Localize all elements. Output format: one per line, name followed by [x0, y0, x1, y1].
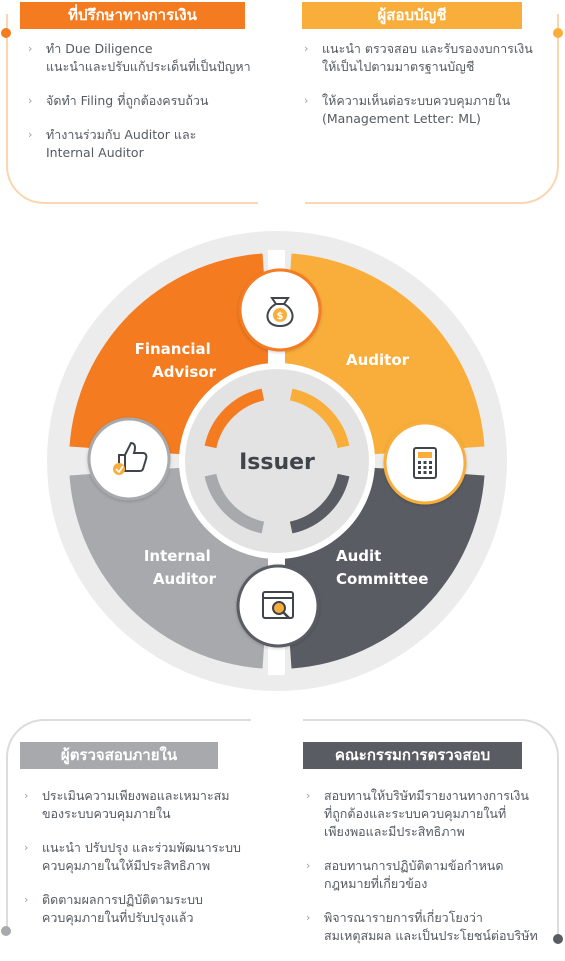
list-item: › จัดทำ Filing ที่ถูกต้องครบถ้วน	[28, 93, 209, 108]
chevron-right-icon: ›	[28, 42, 33, 55]
audit-committee-panel-dot	[553, 934, 563, 944]
internal-auditor-panel-frame	[6, 719, 251, 934]
hub-arc-gray	[204, 473, 265, 534]
thumbs-up-glyph	[113, 441, 148, 475]
chevron-right-icon: ›	[304, 42, 309, 55]
chevron-right-icon: ›	[306, 859, 311, 872]
thumbs-up-icon	[87, 417, 171, 501]
chevron-right-icon: ›	[306, 911, 311, 924]
chevron-right-icon: ›	[306, 789, 311, 802]
chevron-right-icon: ›	[304, 94, 309, 107]
chevron-right-icon: ›	[24, 841, 29, 854]
financial-advisor-panel-frame	[6, 14, 258, 204]
magnifier-document-glyph	[262, 591, 294, 619]
chevron-right-icon: ›	[24, 893, 29, 906]
list-item: › สอบทานการปฏิบัติตามข้อกำหนดกฎหมายที่เก…	[306, 858, 504, 891]
list-item: › ประเมินความเพียงพอและเหมาะสมของระบบควบ…	[24, 788, 230, 821]
svg-text:$: $	[277, 311, 284, 322]
hub-arc-orange	[204, 388, 265, 449]
audit-committee-list: › สอบทานให้บริษัทมีรายงานทางการเงินที่ถู…	[304, 787, 559, 961]
quadrant-internal-auditor	[69, 467, 271, 669]
auditor-panel-title: ผู้สอบบัญชี	[302, 2, 522, 29]
chevron-right-icon: ›	[24, 789, 29, 802]
segment-label-auditor: Auditor	[346, 351, 410, 369]
segment-label-financial-advisor: Financial Advisor	[135, 340, 217, 381]
hub-arc-light-orange	[289, 388, 350, 449]
chevron-right-icon: ›	[28, 94, 33, 107]
audit-committee-panel-title: คณะกรรมการตรวจสอบ	[303, 742, 522, 769]
list-item: › แนะนำ ตรวจสอบ และรับรองงบการเงินให้เป็…	[304, 41, 533, 74]
center-label: Issuer	[239, 450, 315, 475]
calculator-glyph	[413, 447, 437, 479]
list-item: › พิจารณารายการที่เกี่ยวโยงว่าสมเหตุสมผล…	[306, 910, 538, 943]
list-item: › แนะนำ ปรับปรุง และร่วมพัฒนาระบบควบคุมภ…	[24, 840, 241, 873]
money-bag-glyph: $	[266, 297, 294, 328]
quadrant-auditor	[283, 253, 485, 455]
audit-committee-panel-frame	[303, 719, 559, 939]
internal-auditor-panel-dot	[1, 926, 11, 936]
auditor-list: › แนะนำ ตรวจสอบ และรับรองงบการเงินให้เป็…	[302, 40, 552, 144]
financial-advisor-panel-title: ที่ปรึกษาทางการเงิน	[20, 2, 245, 29]
auditor-panel-dot	[553, 28, 563, 38]
quadrant-financial-advisor	[69, 253, 271, 455]
financial-advisor-panel-dot	[1, 28, 11, 38]
segment-label-audit-committee: Audit Committee	[336, 547, 428, 588]
internal-auditor-list: › ประเมินความเพียงพอและเหมาะสมของระบบควบ…	[22, 787, 262, 943]
hub-arc-dark-gray	[289, 473, 350, 534]
list-item: › ให้ความเห็นต่อระบบควบคุมภายใน(Manageme…	[304, 93, 511, 126]
list-item: › สอบทานให้บริษัทมีรายงานทางการเงินที่ถู…	[306, 788, 529, 839]
list-item: › ติดตามผลการปฏิบัติตามระบบควบคุมภายในที…	[24, 892, 203, 925]
internal-auditor-panel-title: ผู้ตรวจสอบภายใน	[20, 742, 218, 769]
segment-label-internal-auditor: Internal Auditor	[144, 547, 217, 588]
chevron-right-icon: ›	[28, 128, 33, 141]
quadrant-audit-committee	[283, 467, 485, 669]
auditor-panel-frame	[305, 14, 559, 204]
